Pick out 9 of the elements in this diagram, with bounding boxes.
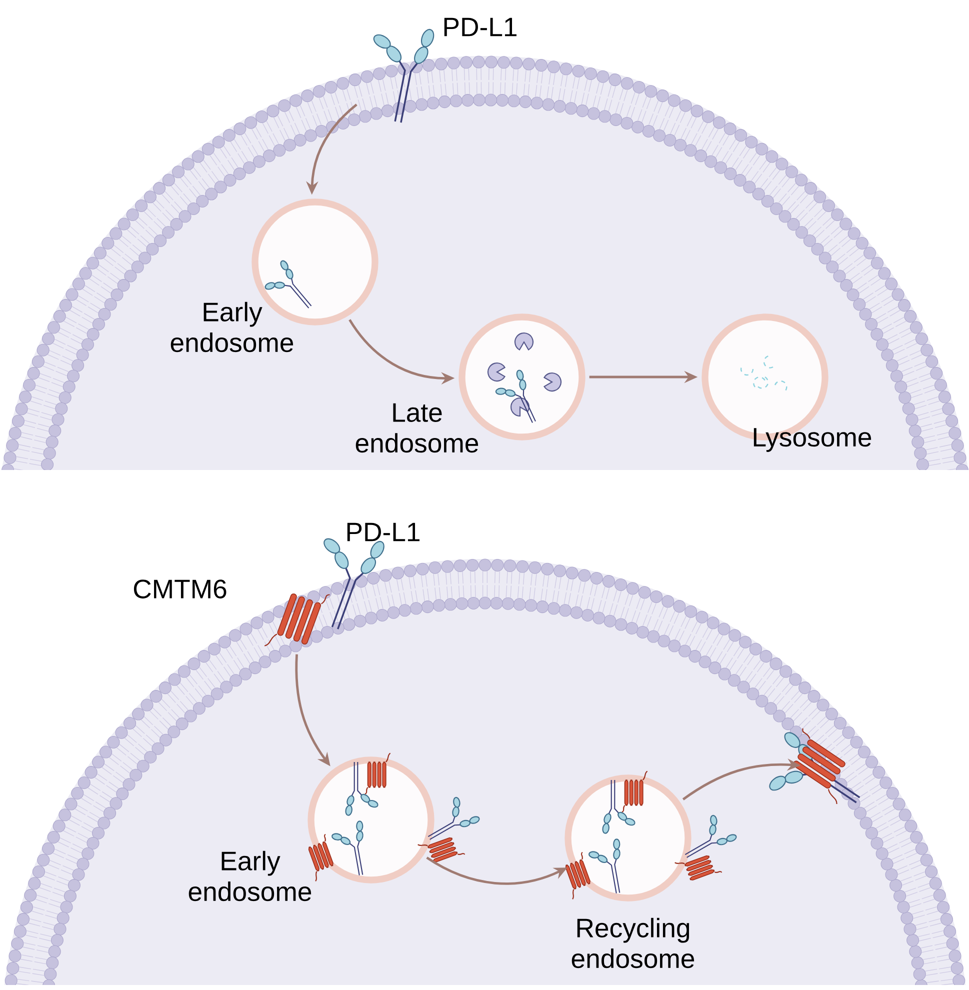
protein-label: PD-L1 bbox=[444, 18, 516, 36]
endosome-label: Early endosome bbox=[170, 302, 294, 352]
protein-drawing bbox=[769, 728, 861, 805]
endosome-label: Early endosome bbox=[188, 850, 312, 902]
endosome-label: Late endosome bbox=[356, 403, 478, 453]
endosome-label: Lysosome bbox=[754, 428, 872, 452]
protein-label: CMTM6 bbox=[134, 580, 226, 598]
protein-label: PD-L1 bbox=[347, 522, 420, 542]
endosome-label: Recycling endosome bbox=[572, 918, 694, 968]
